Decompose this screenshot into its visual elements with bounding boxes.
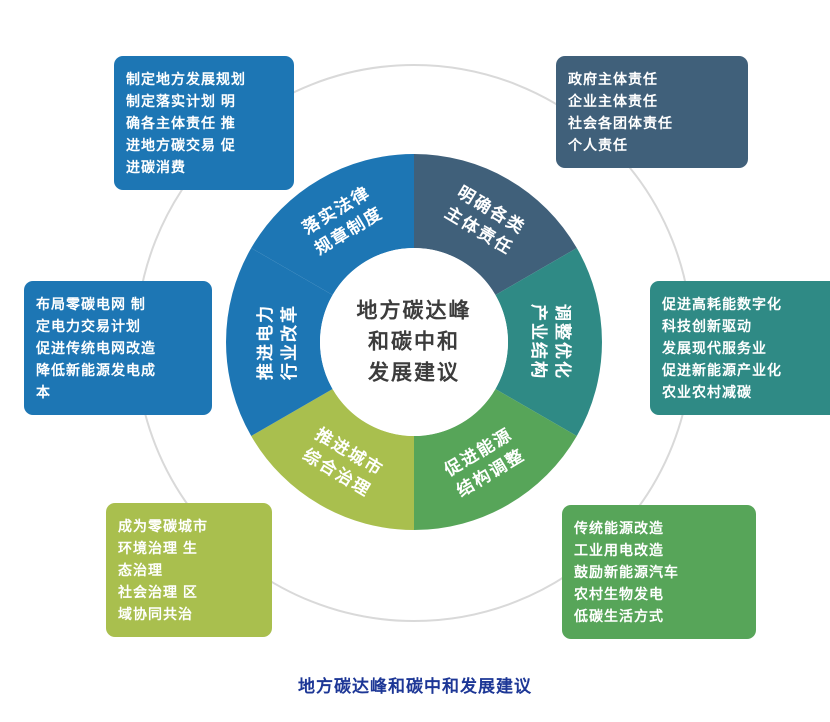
callout-line: 低碳生活方式 <box>574 608 664 624</box>
callout-line: 制定落实计划 明 <box>126 93 236 109</box>
callout-line: 工业用电改造 <box>574 542 664 558</box>
callout-energy-detail: 传统能源改造 工业用电改造 鼓励新能源汽车 农村生物发电 低碳生活方式 <box>562 505 756 639</box>
figure-caption: 地方碳达峰和碳中和发展建议 <box>298 677 532 696</box>
callout-line: 科技创新驱动 <box>662 318 752 334</box>
callout-responsibility-detail: 政府主体责任 企业主体责任 社会各团体责任 个人责任 <box>556 56 748 168</box>
center-title-line: 发展建议 <box>368 361 460 385</box>
callout-line: 农村生物发电 <box>574 586 664 602</box>
donut-segments <box>226 154 602 530</box>
callout-line: 定电力交易计划 <box>36 318 141 334</box>
callout-power-detail: 布局零碳电网 制 定电力交易计划 促进传统电网改造 降低新能源发电成 本 <box>24 281 212 415</box>
segment-laws <box>251 154 414 295</box>
callout-line: 促进传统电网改造 <box>36 340 156 356</box>
segment-label-line: 行业改革 <box>280 304 299 380</box>
callout-line: 促进高耗能数字化 <box>662 296 782 312</box>
segment-energy <box>414 389 577 530</box>
center-title-line: 地方碳达峰 <box>356 299 472 323</box>
segment-industry <box>495 248 602 436</box>
callout-line: 企业主体责任 <box>568 93 658 109</box>
segment-power <box>226 248 333 436</box>
segment-city <box>251 389 414 530</box>
segment-responsibility <box>414 154 577 295</box>
callout-line: 进地方碳交易 促 <box>126 137 236 153</box>
callout-line: 传统能源改造 <box>574 520 664 536</box>
center-title-line: 和碳中和 <box>368 330 460 354</box>
callout-line: 个人责任 <box>568 137 628 153</box>
callout-line: 布局零碳电网 制 <box>36 296 146 312</box>
callout-line: 域协同共治 <box>118 606 193 622</box>
callout-line: 促进新能源产业化 <box>662 362 782 378</box>
callout-line: 社会各团体责任 <box>568 115 673 131</box>
callout-line: 态治理 <box>118 562 163 578</box>
callout-line: 政府主体责任 <box>568 71 658 87</box>
callout-line: 进碳消费 <box>126 159 186 175</box>
callout-line: 成为零碳城市 <box>118 518 208 534</box>
callout-line: 本 <box>36 384 51 400</box>
callout-line: 农业农村减碳 <box>662 384 752 400</box>
callout-line: 鼓励新能源汽车 <box>574 564 679 580</box>
callout-line: 环境治理 生 <box>118 540 198 556</box>
center-circle <box>320 248 508 436</box>
segment-label-line: 调整优化 <box>553 304 572 380</box>
callout-line: 确各主体责任 推 <box>126 115 236 131</box>
callout-line: 发展现代服务业 <box>662 340 767 356</box>
segment-label-line: 产业结构 <box>529 304 548 380</box>
callout-line: 社会治理 区 <box>118 584 198 600</box>
callout-city-detail: 成为零碳城市 环境治理 生 态治理 社会治理 区 域协同共治 <box>106 503 272 637</box>
callout-industry-detail: 促进高耗能数字化 科技创新驱动 发展现代服务业 促进新能源产业化 农业农村减碳 <box>650 281 830 415</box>
callout-laws-detail: 制定地方发展规划 制定落实计划 明 确各主体责任 推 进地方碳交易 促 进碳消费 <box>114 56 294 190</box>
segment-label-power: 推进电力 行业改革 <box>254 304 302 380</box>
center-title: 地方碳达峰 和碳中和 发展建议 <box>357 296 472 389</box>
callout-line: 降低新能源发电成 <box>36 362 156 378</box>
segment-label-industry: 调整优化 产业结构 <box>526 304 574 380</box>
segment-label-line: 推进电力 <box>256 304 275 380</box>
callout-line: 制定地方发展规划 <box>126 71 246 87</box>
